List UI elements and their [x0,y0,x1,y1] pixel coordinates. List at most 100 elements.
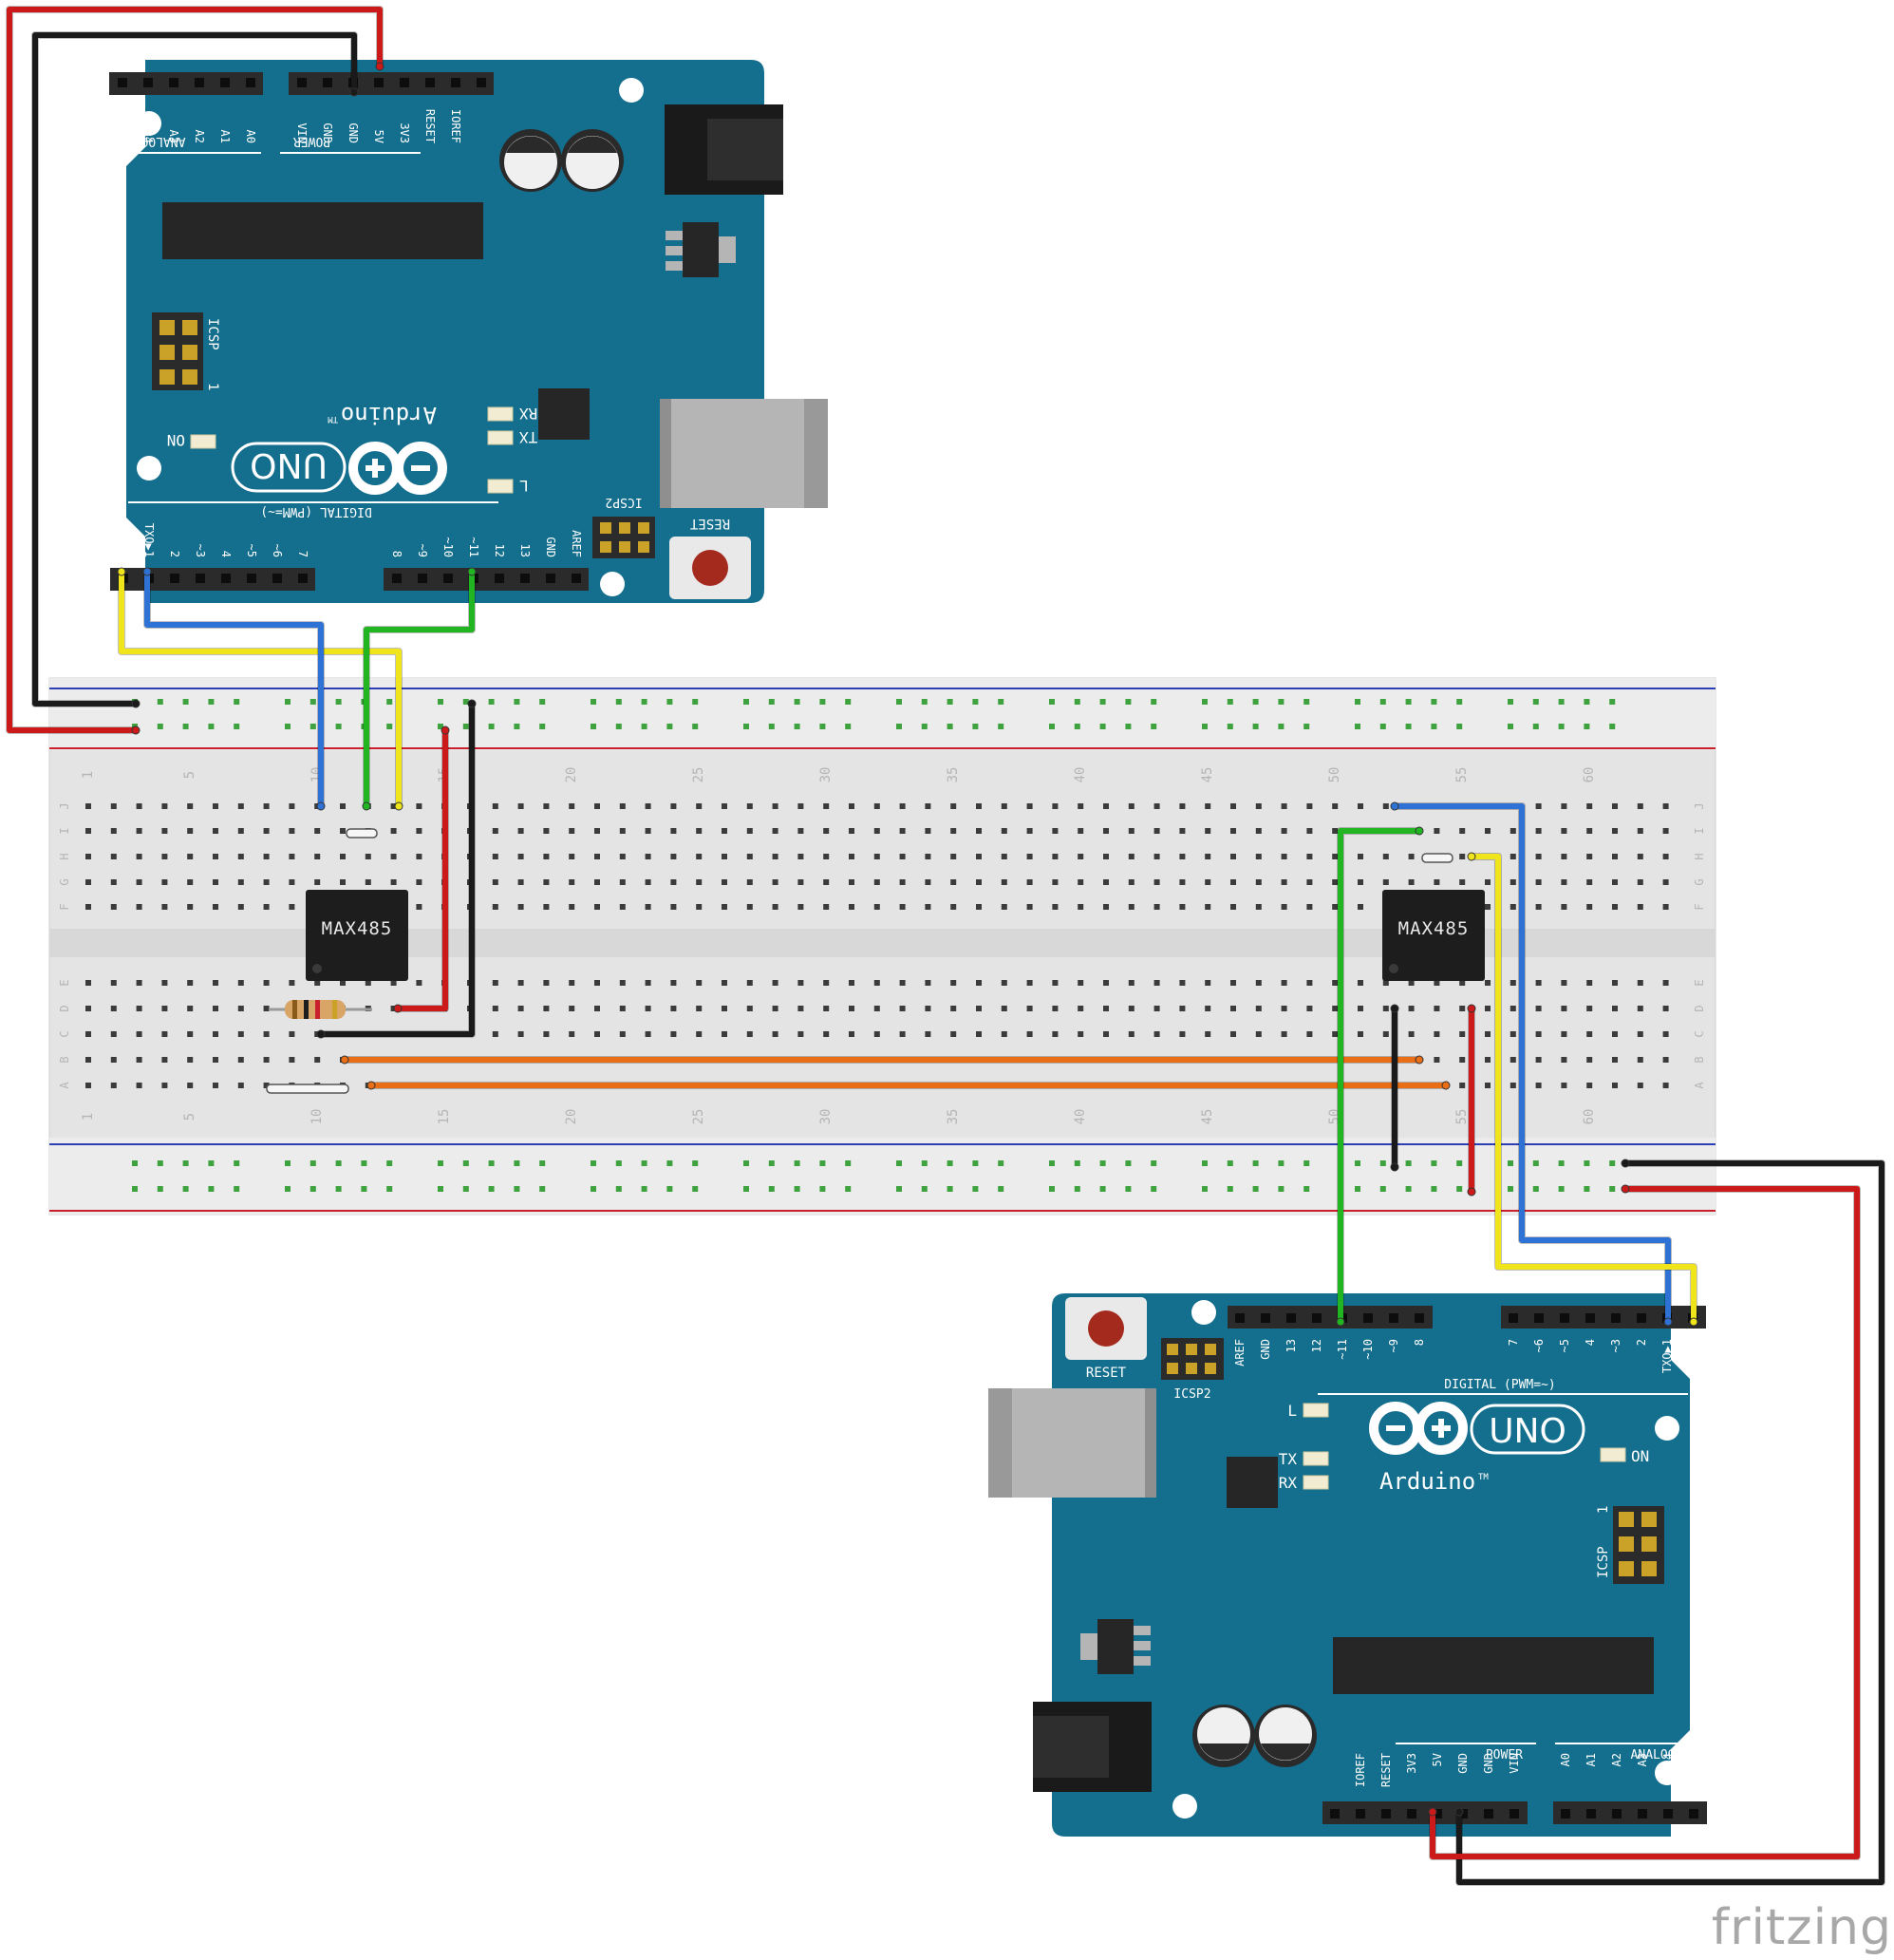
breadboard-hole [213,1031,218,1037]
breadboard-hole [1485,1057,1491,1063]
breadboard-hole [746,980,753,986]
wire-green-bottom-d13 [1338,828,1422,1325]
pin-header [1553,1801,1707,1824]
reset-label: RESET [689,516,730,531]
breadboard-hole [569,904,575,910]
breadboard-hole [1637,1057,1643,1063]
mounting-hole [1655,1416,1679,1441]
rail-hole [1099,1186,1106,1192]
rail-hole [1074,1160,1080,1166]
pin-label: A2 [193,130,206,143]
breadboard-hole [823,803,830,809]
breadboard-hole [1586,904,1593,910]
breadboard-hole [1535,879,1542,885]
breadboard-hole [187,1083,194,1088]
rail-hole [386,699,393,705]
breadboard-hole [797,1006,804,1011]
breadboard-hole [1535,980,1542,986]
breadboard-hole [1001,1031,1007,1037]
breadboard-hole [1510,854,1516,859]
pin-label: ~3 [194,544,207,557]
breadboard-hole [289,1031,295,1037]
breadboard-hole [1205,904,1211,910]
rail-hole [182,1160,189,1166]
breadboard-hole [1255,980,1262,986]
wire-end [1428,1807,1437,1817]
breadboard-hole [1535,828,1542,834]
pin-label: AREF [570,530,583,557]
column-number: 15 [437,1109,452,1125]
breadboard-hole [696,904,703,910]
breadboard-hole [1026,1031,1033,1037]
rail-hole [947,724,953,729]
breadboard-hole [110,803,117,809]
breadboard-hole [1103,980,1109,986]
breadboard-hole [1306,879,1313,885]
breadboard-hole [1408,854,1415,859]
breadboard-hole [1382,980,1389,986]
rail-hole [438,724,443,729]
reset-button[interactable] [669,537,751,599]
pin-label: ~9 [416,544,429,557]
breadboard-hole [873,828,880,834]
rail-hole [361,1160,367,1166]
breadboard-hole [187,803,194,809]
pin-label: A1 [1585,1753,1598,1766]
breadboard-hole [1586,1006,1593,1011]
rail-hole [591,1186,596,1192]
breadboard-hole [1026,828,1033,834]
rail-hole [335,1160,342,1166]
rail-hole [1303,724,1310,729]
breadboard-hole [722,803,727,809]
breadboard-hole [1586,1057,1593,1063]
led-tx-label: TX [1279,1450,1298,1468]
column-number: 50 [1327,767,1342,783]
breadboard-hole [925,1006,931,1011]
rail-hole [335,1186,342,1192]
rail-hole [309,1160,316,1166]
breadboard-hole [110,879,117,885]
breadboard-hole [517,854,524,859]
breadboard-hole [1230,828,1236,834]
breadboard-hole [136,980,142,986]
jumper-white-3 [266,1084,349,1094]
breadboard-hole [1434,1006,1440,1011]
breadboard-hole [213,854,218,859]
breadboard-hole [1281,904,1287,910]
breadboard-hole [492,1006,498,1011]
breadboard-hole [1510,1006,1516,1011]
breadboard-hole [1510,879,1516,885]
led-tx [1303,1451,1329,1466]
pin-header [109,72,263,95]
breadboard-hole [110,1031,117,1037]
rail-hole [488,724,495,729]
breadboard-hole [1535,803,1542,809]
breadboard-hole [213,828,218,834]
wire-end [1336,1317,1345,1327]
icsp-pin1-label: 1 [1596,1506,1611,1514]
wire-end [393,1004,403,1013]
wire-red-bottom-5v [1430,1186,1860,1859]
breadboard-hole [1230,1031,1236,1037]
brand-text: Arduino [1379,1468,1475,1495]
rail-hole [1508,1186,1513,1192]
column-number: 30 [818,1109,834,1125]
column-number: 35 [946,767,961,783]
rail-hole [845,1186,852,1192]
rail-hole [666,1160,673,1166]
breadboard-hole [136,1031,142,1037]
breadboard-hole [1358,879,1363,885]
breadboard-hole [1535,854,1542,859]
wire-end [349,87,359,97]
breadboard-hole [1103,1006,1109,1011]
breadboard-hole [340,879,346,885]
column-number: 35 [946,1109,961,1125]
breadboard-hole [517,803,524,809]
breadboard-hole [594,879,600,885]
breadboard-hole [1662,854,1669,859]
reset-button[interactable] [1065,1297,1147,1360]
row-letter: H [58,853,71,859]
breadboard-hole [899,904,906,910]
usb-chip [538,388,590,440]
